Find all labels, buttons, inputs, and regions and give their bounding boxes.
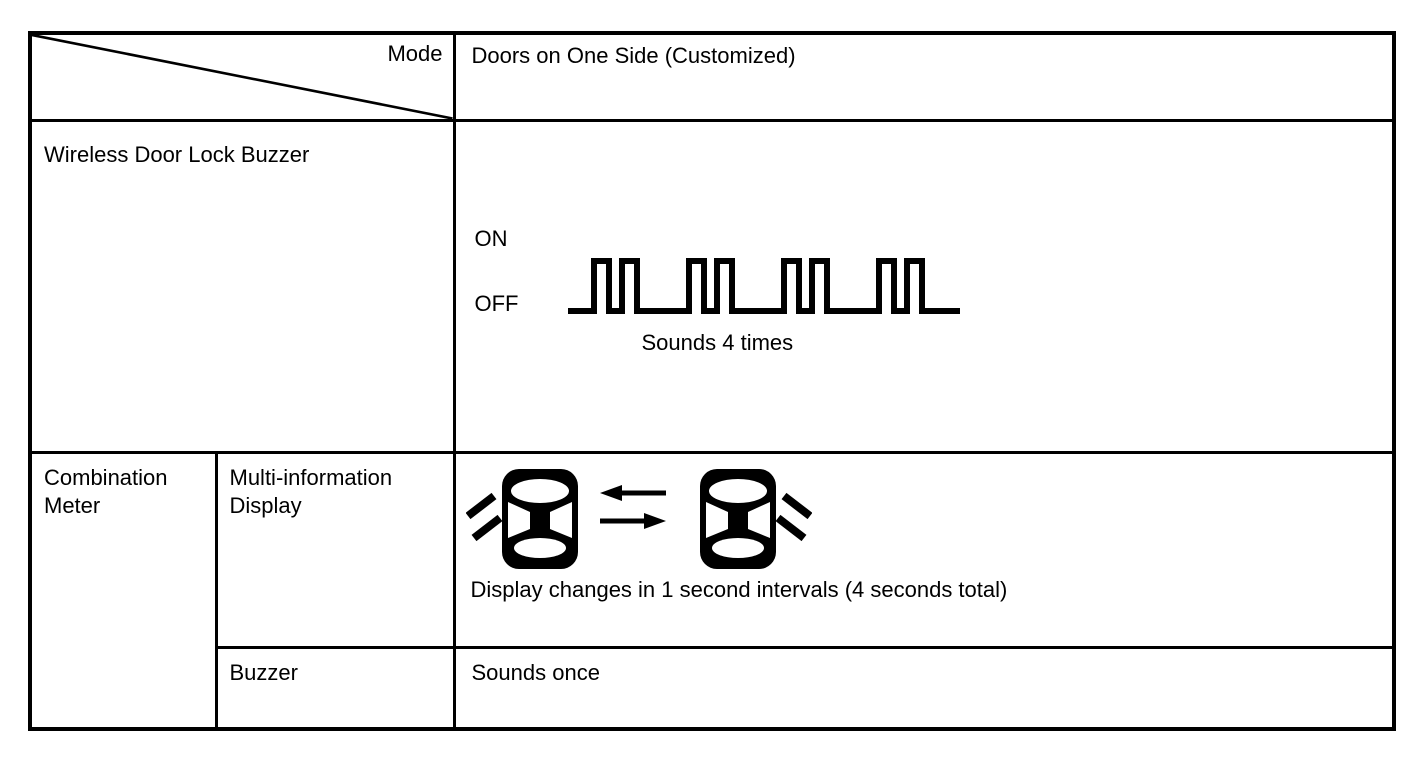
door-lock-spec-table: Mode Doors on One Side (Customized) Wire… (28, 31, 1396, 731)
multi-info-label-cell: Multi-information Display (214, 450, 456, 649)
combination-meter-label-cell: Combination Meter (28, 450, 218, 731)
buzzer-label: Buzzer (229, 659, 298, 685)
mode-label: Mode (387, 41, 443, 66)
mode-value-cell: Doors on One Side (Customized) (452, 31, 1396, 122)
display-caption: Display changes in 1 second intervals (4… (470, 576, 1008, 602)
waveform-off-label: OFF (474, 290, 519, 316)
mode-header-cell: Mode (28, 31, 456, 122)
wireless-buzzer-label: Wireless Door Lock Buzzer (44, 141, 310, 167)
waveform-caption: Sounds 4 times (641, 329, 794, 355)
car-doors-open-left-icon (466, 468, 582, 570)
waveform-on-label: ON (474, 225, 508, 251)
wireless-buzzer-label-cell: Wireless Door Lock Buzzer (28, 118, 456, 454)
diagonal-divider (32, 35, 453, 119)
buzzer-label-cell: Buzzer (214, 645, 456, 731)
alternate-arrows-icon (599, 484, 666, 529)
buzzer-pulse-waveform-icon (567, 257, 960, 314)
combination-meter-label: Combination Meter (44, 464, 168, 519)
buzzer-value-cell: Sounds once (452, 645, 1396, 731)
multi-info-label: Multi-information Display (229, 464, 393, 519)
mode-value: Doors on One Side (Customized) (471, 43, 796, 68)
buzzer-value: Sounds once (471, 659, 600, 685)
wireless-buzzer-value-cell: ON OFF Sounds 4 times (452, 118, 1396, 454)
car-doors-open-right-icon (696, 468, 812, 570)
multi-info-value-cell: Display changes in 1 second intervals (4… (452, 450, 1396, 649)
